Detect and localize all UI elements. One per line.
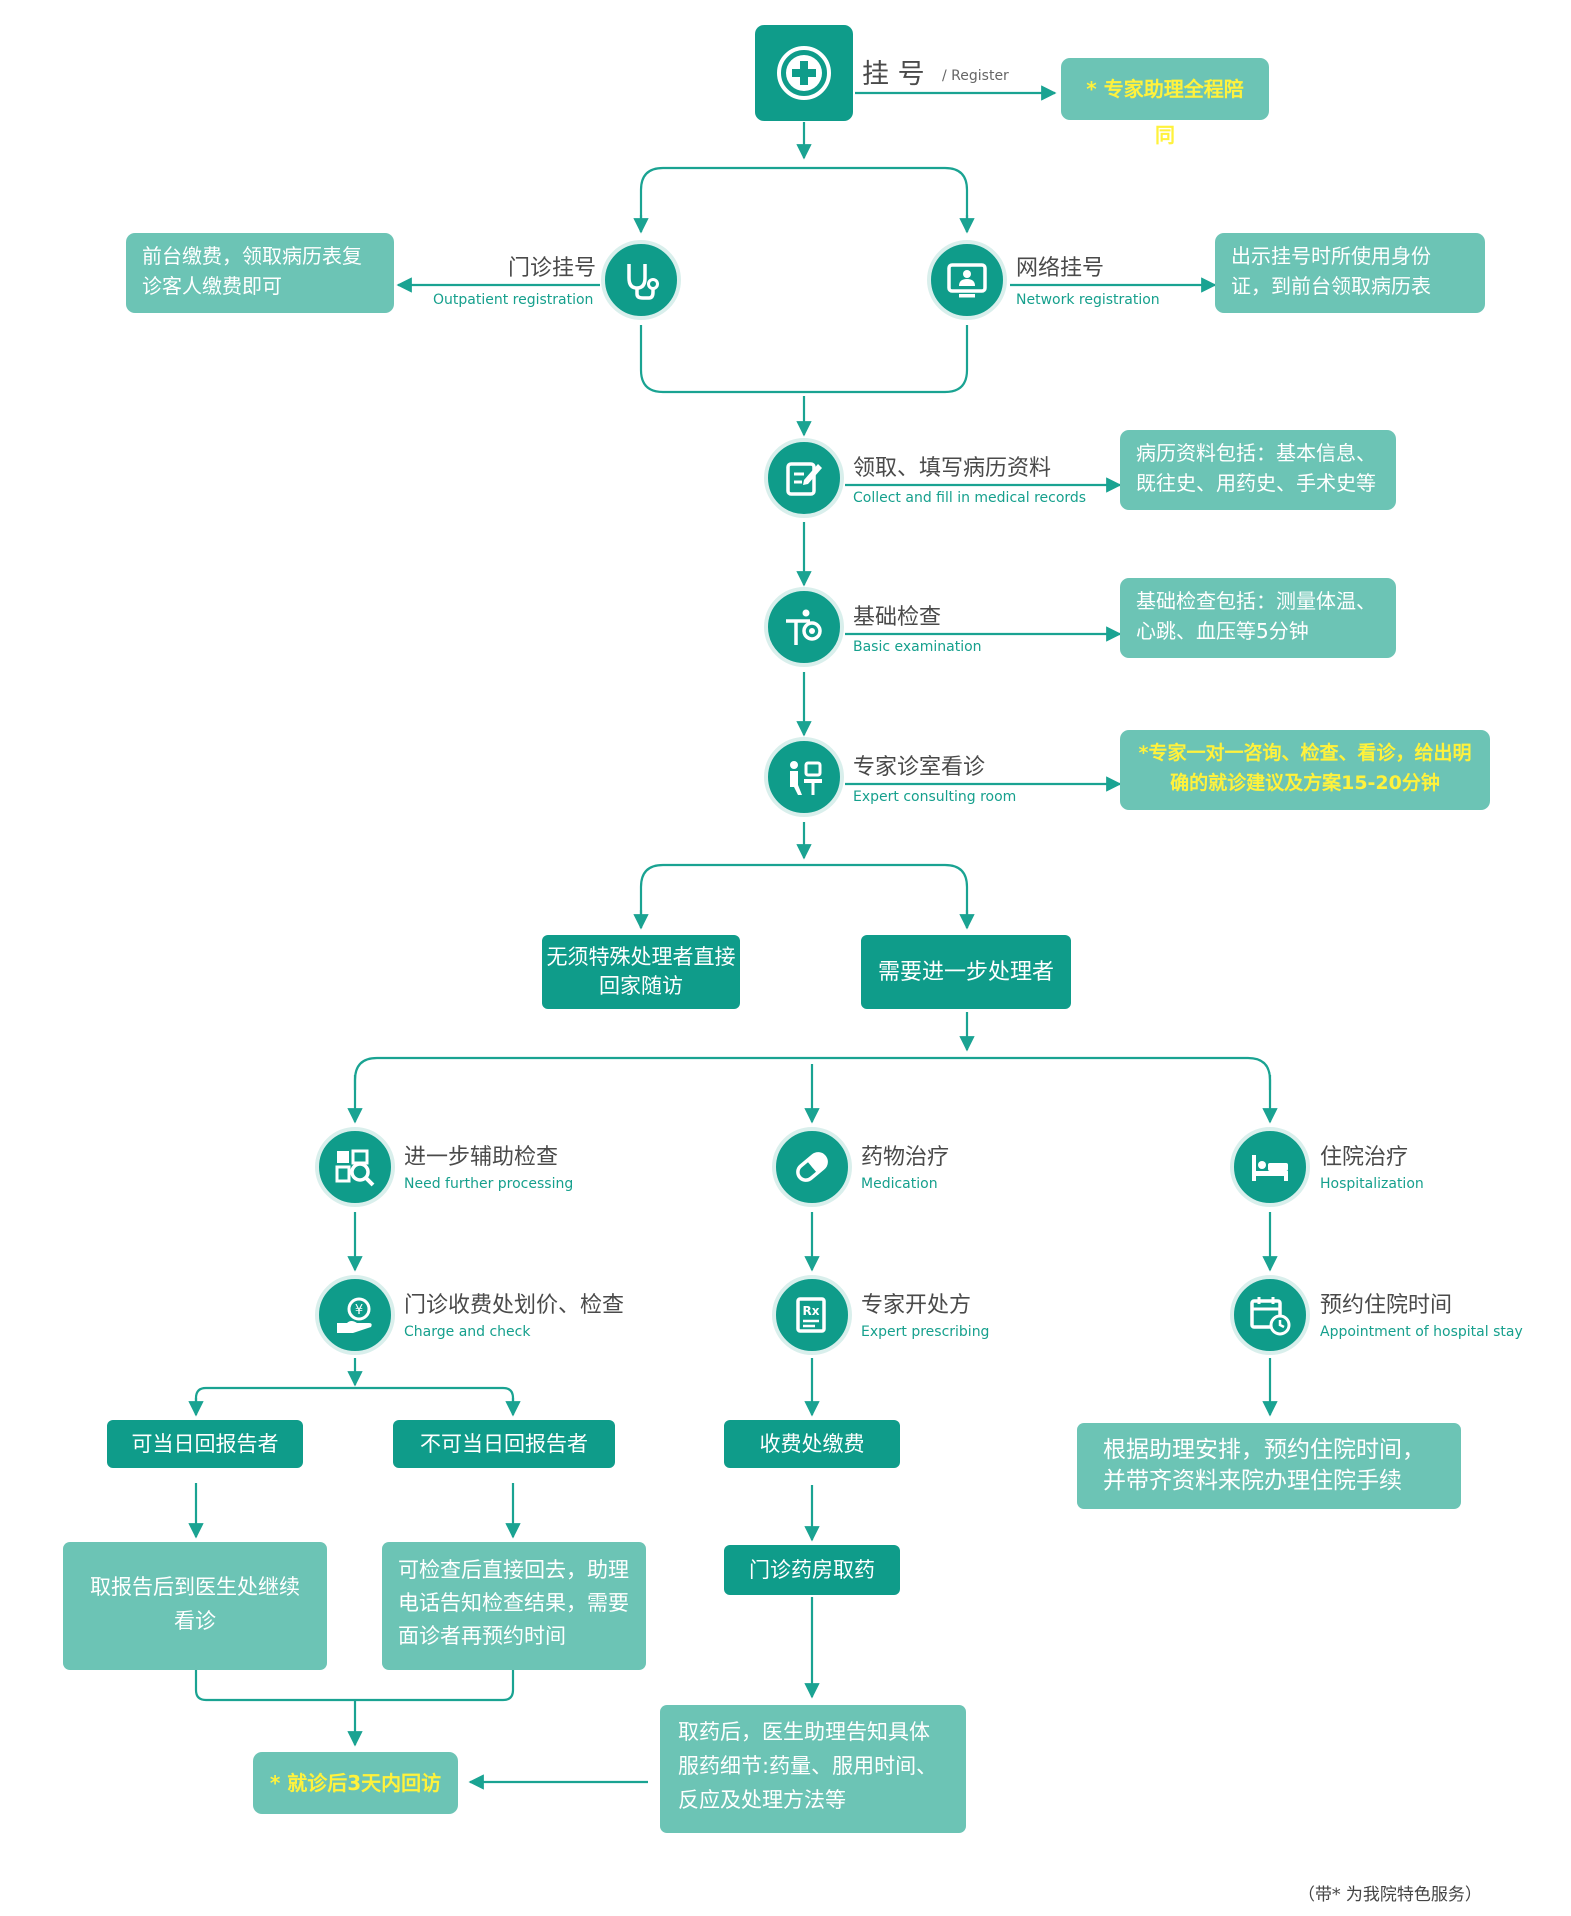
further-exam-title: 进一步辅助检查 [404, 1145, 559, 1170]
expert-room-node[interactable] [764, 737, 844, 817]
medication-subtitle: Medication [861, 1176, 938, 1192]
same-day-box[interactable]: 可当日回报告者 [107, 1420, 303, 1468]
register-icon-box[interactable] [755, 25, 853, 121]
register-title: 挂 号 [862, 59, 925, 90]
medication-node[interactable] [772, 1127, 852, 1207]
network-subtitle: Network registration [1016, 292, 1160, 308]
prescribing-node[interactable]: Rx [772, 1275, 852, 1355]
hospital-bed-icon [1252, 1155, 1288, 1181]
appointment-node[interactable] [1230, 1275, 1310, 1355]
need-further-box[interactable]: 需要进一步处理者 [861, 935, 1071, 1009]
outpatient-title: 门诊挂号 [508, 256, 597, 281]
payment-hand-icon: ¥ [337, 1297, 372, 1333]
basic-exam-subtitle: Basic examination [853, 639, 982, 655]
prescribing-subtitle: Expert prescribing [861, 1324, 990, 1340]
followup-note: * 就诊后3天内回访 [253, 1752, 458, 1814]
charge-node[interactable]: ¥ [315, 1275, 395, 1355]
expert-room-title: 专家诊室看诊 [853, 755, 986, 780]
network-note: 出示挂号时所使用身份证，到前台领取病历表 [1215, 233, 1485, 313]
lab-search-icon [335, 1149, 375, 1187]
pill-icon [796, 1152, 828, 1182]
hospitalization-subtitle: Hospitalization [1320, 1176, 1424, 1192]
medication-title: 药物治疗 [861, 1145, 950, 1170]
outpatient-note: 前台缴费，领取病历表复诊客人缴费即可 [126, 233, 394, 313]
doctor-consult-icon [790, 761, 822, 795]
medical-cross-icon [777, 46, 831, 100]
basic-exam-title: 基础检查 [853, 605, 942, 630]
prescription-icon: Rx [796, 1297, 826, 1333]
examination-icon [786, 609, 822, 645]
hospitalization-node[interactable] [1230, 1127, 1310, 1207]
records-node[interactable] [764, 438, 844, 518]
not-same-day-box[interactable]: 不可当日回报告者 [393, 1420, 615, 1468]
further-exam-subtitle: Need further processing [404, 1176, 574, 1192]
network-node[interactable] [927, 240, 1007, 320]
expert-room-subtitle: Expert consulting room [853, 789, 1017, 805]
not-same-day-note: 可检查后直接回去，助理电话告知检查结果，需要面诊者再预约时间 [382, 1542, 646, 1670]
online-consult-icon [947, 263, 987, 298]
records-subtitle: Collect and fill in medical records [853, 490, 1087, 506]
svg-text:Rx: Rx [803, 1304, 820, 1318]
pay-box[interactable]: 收费处缴费 [724, 1420, 900, 1468]
svg-text:¥: ¥ [355, 1303, 363, 1318]
register-note: * 专家助理全程陪同 [1061, 58, 1269, 147]
records-note: 病历资料包括：基本信息、既往史、用药史、手术史等 [1120, 430, 1396, 510]
edit-form-icon [786, 462, 822, 496]
records-title: 领取、填写病历资料 [853, 456, 1052, 481]
prescribing-title: 专家开处方 [861, 1293, 972, 1318]
stethoscope-icon [627, 264, 659, 300]
hospitalization-note: 根据助理安排，预约住院时间，并带齐资料来院办理住院手续 [1077, 1423, 1461, 1509]
no-special-box[interactable]: 无须特殊处理者直接回家随访 [542, 935, 740, 1009]
pharmacy-box[interactable]: 门诊药房取药 [724, 1545, 900, 1595]
register-subtitle: / Register [942, 68, 1009, 84]
calendar-clock-icon [1250, 1297, 1291, 1336]
appointment-title: 预约住院时间 [1320, 1293, 1453, 1318]
charge-title: 门诊收费处划价、检查 [404, 1293, 625, 1318]
further-exam-node[interactable] [315, 1127, 395, 1207]
same-day-note: 取报告后到医生处继续看诊 [63, 1542, 327, 1670]
medication-note: 取药后，医生助理告知具体服药细节:药量、服用时间、反应及处理方法等 [660, 1705, 966, 1833]
footer-note: （带* 为我院特色服务） [1298, 1885, 1482, 1905]
basic-exam-note: 基础检查包括：测量体温、心跳、血压等5分钟 [1120, 578, 1396, 658]
outpatient-subtitle: Outpatient registration [433, 292, 594, 308]
expert-room-note: *专家一对一咨询、检查、看诊，给出明确的就诊建议及方案15-20分钟 [1120, 730, 1490, 810]
hospitalization-title: 住院治疗 [1320, 1145, 1409, 1170]
basic-exam-node[interactable] [764, 587, 844, 667]
network-title: 网络挂号 [1016, 256, 1105, 281]
charge-subtitle: Charge and check [404, 1324, 531, 1340]
outpatient-node[interactable] [601, 240, 681, 320]
appointment-subtitle: Appointment of hospital stay [1320, 1324, 1523, 1340]
